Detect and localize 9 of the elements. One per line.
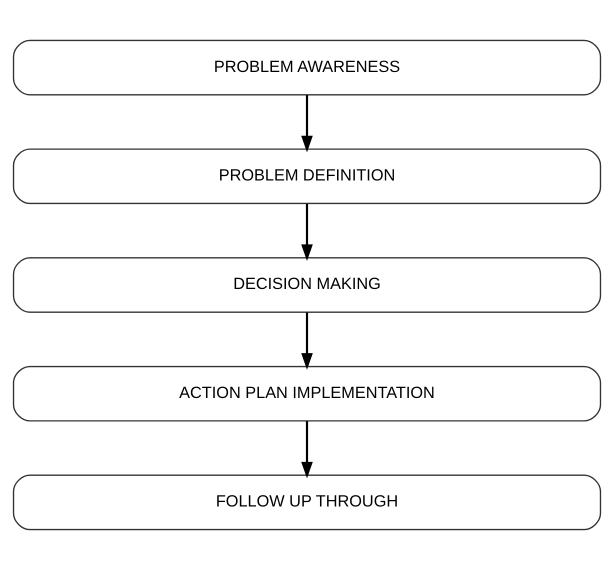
node-box: PROBLEM AWARENESS bbox=[12, 40, 602, 96]
node-box: DECISION MAKING bbox=[12, 257, 602, 313]
arrow bbox=[301, 421, 313, 478]
node-box: FOLLOW UP THROUGH bbox=[12, 474, 602, 530]
node-box: ACTION PLAN IMPLEMENTATION bbox=[12, 366, 602, 422]
arrow bbox=[301, 95, 313, 152]
node-box: PROBLEM DEFINITION bbox=[12, 148, 602, 204]
arrow bbox=[301, 312, 313, 370]
arrow bbox=[301, 204, 313, 262]
